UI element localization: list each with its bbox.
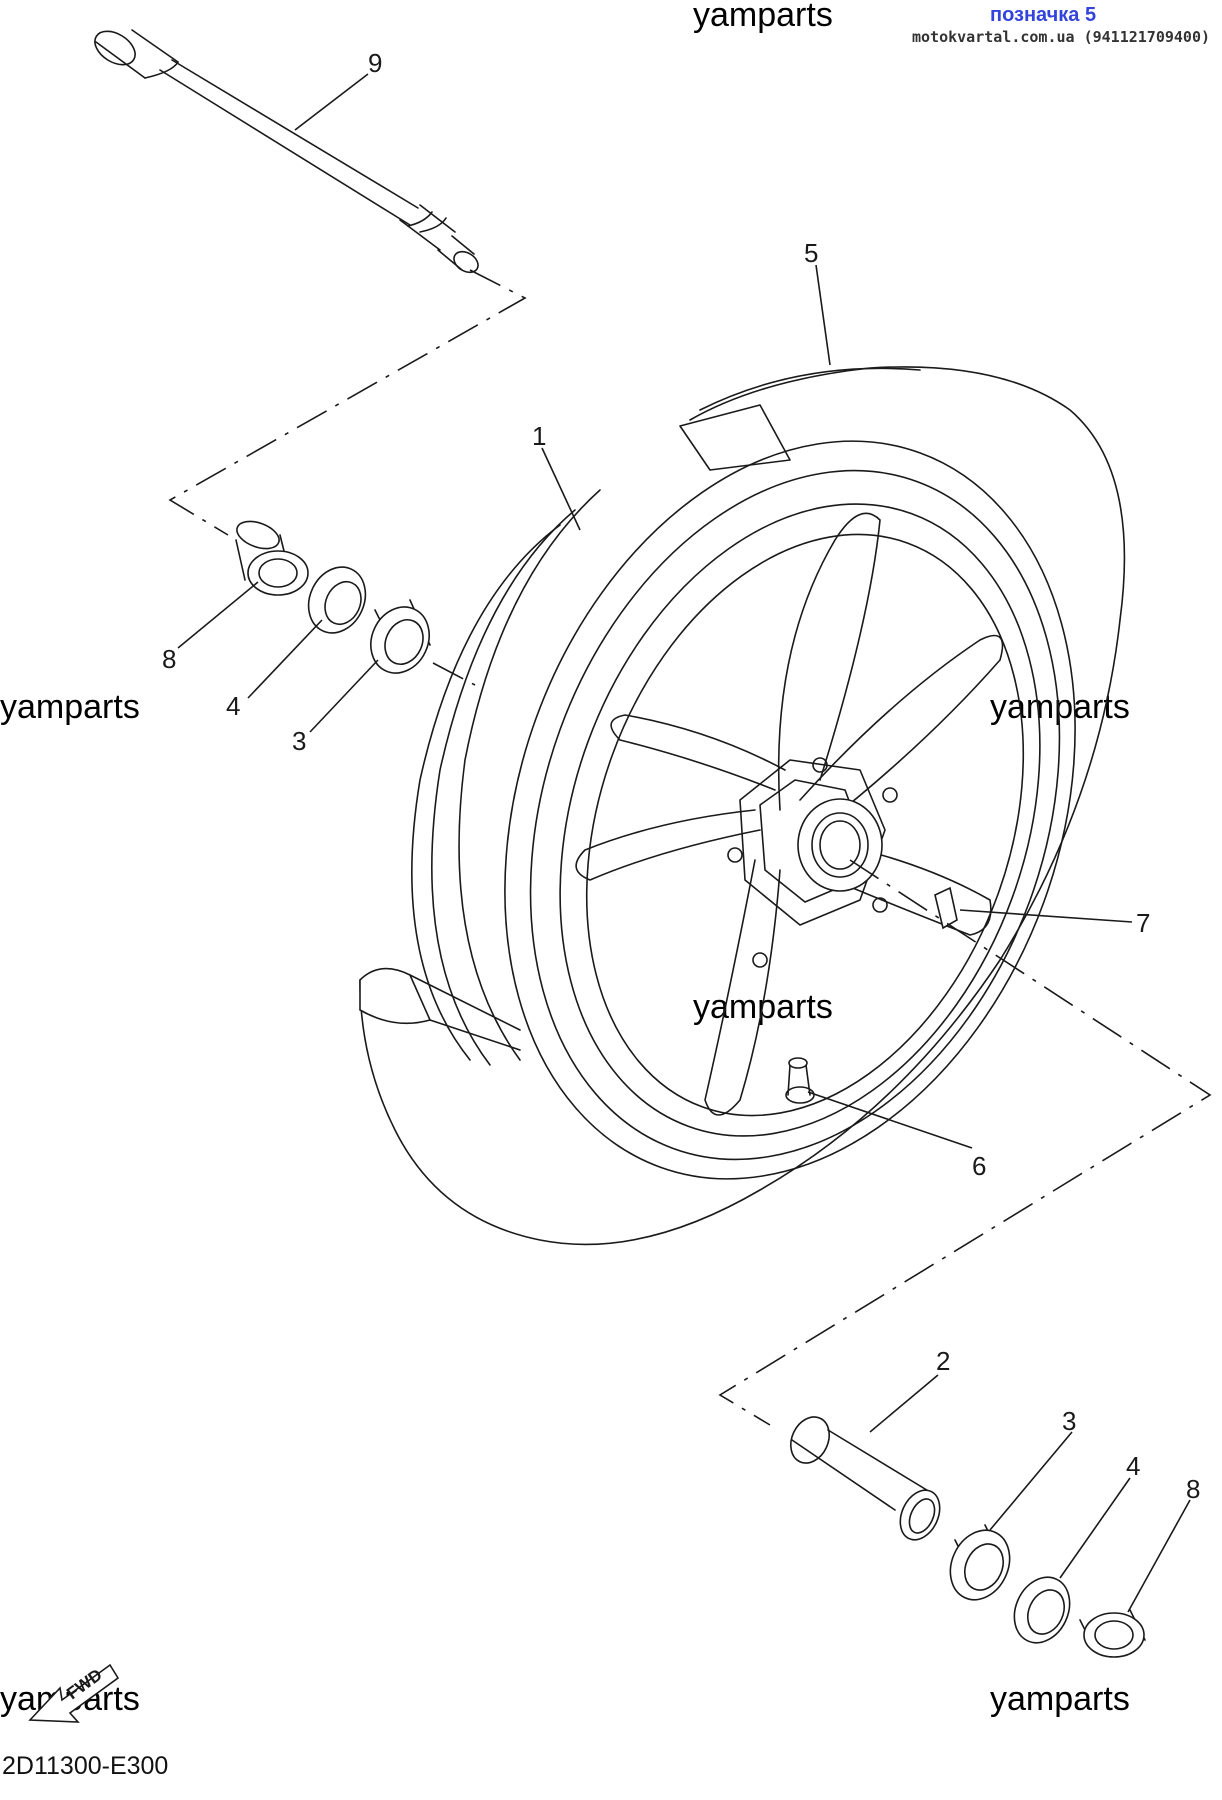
watermark-top: yamparts (693, 0, 833, 34)
rim-part (411, 440, 1076, 1180)
left-collar-part (235, 520, 309, 596)
leader-lines (177, 73, 1191, 1613)
axis-line-center (718, 859, 1212, 1426)
part-label: позначка 5 (990, 4, 1097, 26)
callout-3-left: 3 (292, 726, 306, 756)
right-oil-seal-part (1013, 1576, 1071, 1644)
callout-1: 1 (532, 421, 546, 451)
fwd-arrow-icon: FWD (28, 1663, 120, 1723)
callout-4-right: 4 (1126, 1451, 1140, 1481)
site-link[interactable]: motokvartal.com.ua (941121709400) (912, 28, 1211, 46)
hub (727, 757, 898, 968)
callout-2: 2 (936, 1346, 950, 1376)
watermark-bottom-right: yamparts (990, 1680, 1130, 1718)
right-bearing-part (949, 1524, 1011, 1601)
callout-8-right: 8 (1186, 1474, 1200, 1504)
diagram-code: 2D11300-E300 (2, 1752, 169, 1780)
callout-6: 6 (972, 1151, 986, 1181)
valve-part (785, 1057, 815, 1104)
tire-part (359, 366, 1126, 1246)
watermark-left: yamparts (0, 688, 140, 726)
axis-line-left (432, 662, 476, 686)
callout-3-right: 3 (1062, 1406, 1076, 1436)
callout-9: 9 (368, 48, 382, 78)
watermark-right: yamparts (990, 688, 1130, 726)
right-collar-part (1079, 1609, 1146, 1658)
axis-line-upper (168, 269, 527, 536)
spacer-part (789, 1416, 941, 1541)
left-oil-seal-part (307, 566, 367, 634)
axle-part (94, 29, 479, 274)
callout-7: 7 (1136, 908, 1150, 938)
callout-8-left: 8 (162, 644, 176, 674)
callout-4-left: 4 (226, 691, 240, 721)
left-bearing-part (370, 599, 431, 674)
wheel-spokes (575, 512, 1004, 1116)
balance-weight-part (934, 886, 958, 930)
callout-5: 5 (804, 238, 818, 268)
